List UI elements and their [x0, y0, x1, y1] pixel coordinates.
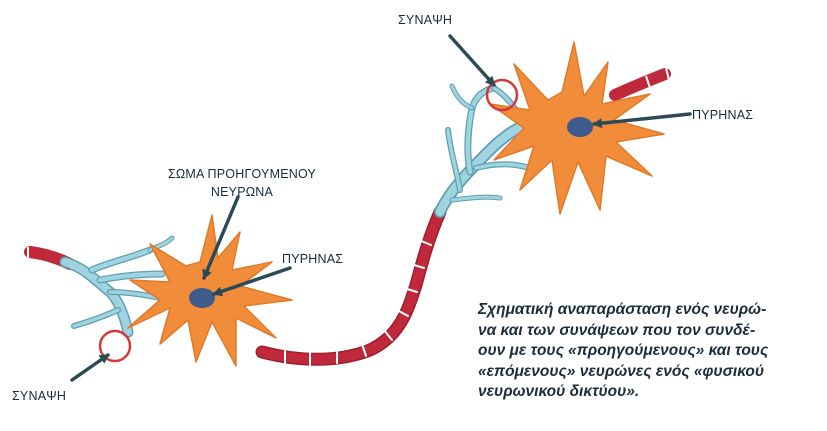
label-synapse-bottom: ΣΥΝΑΨΗ — [12, 389, 66, 403]
arrow-synapse-bottom — [72, 355, 108, 380]
caption-line: νευρωνικού δικτύου». — [478, 382, 818, 403]
figure-caption: Σχηματική αναπαράσταση ενός νευρώ- να κα… — [478, 300, 818, 403]
left-nucleus — [189, 288, 215, 308]
right-nucleus — [567, 117, 593, 137]
axon — [262, 212, 440, 366]
label-soma-line2: ΝΕΥΡΩΝΑ — [211, 185, 274, 199]
right-neuron — [440, 42, 669, 214]
label-nucleus-left: ΠΥΡΗΝΑΣ — [282, 252, 343, 266]
caption-line: Σχηματική αναπαράσταση ενός νευρώ- — [478, 300, 818, 321]
left-neuron — [28, 215, 292, 366]
label-soma-line1: ΣΩΜΑ ΠΡΟΗΓΟΥΜΕΝΟΥ — [168, 167, 317, 181]
right-outgoing-axon — [615, 74, 665, 95]
label-nucleus-right: ΠΥΡΗΝΑΣ — [692, 108, 753, 122]
label-synapse-top: ΣΥΝΑΨΗ — [398, 13, 452, 27]
arrow-synapse-top — [450, 36, 494, 85]
caption-line: «επόμενους» νευρώνες ενός «φυσικού — [478, 362, 818, 383]
caption-line: να και των συνάψεων που τον συνδέ- — [478, 321, 818, 342]
caption-line: ουν με τους «προηγούμενους» και τους — [478, 341, 818, 362]
